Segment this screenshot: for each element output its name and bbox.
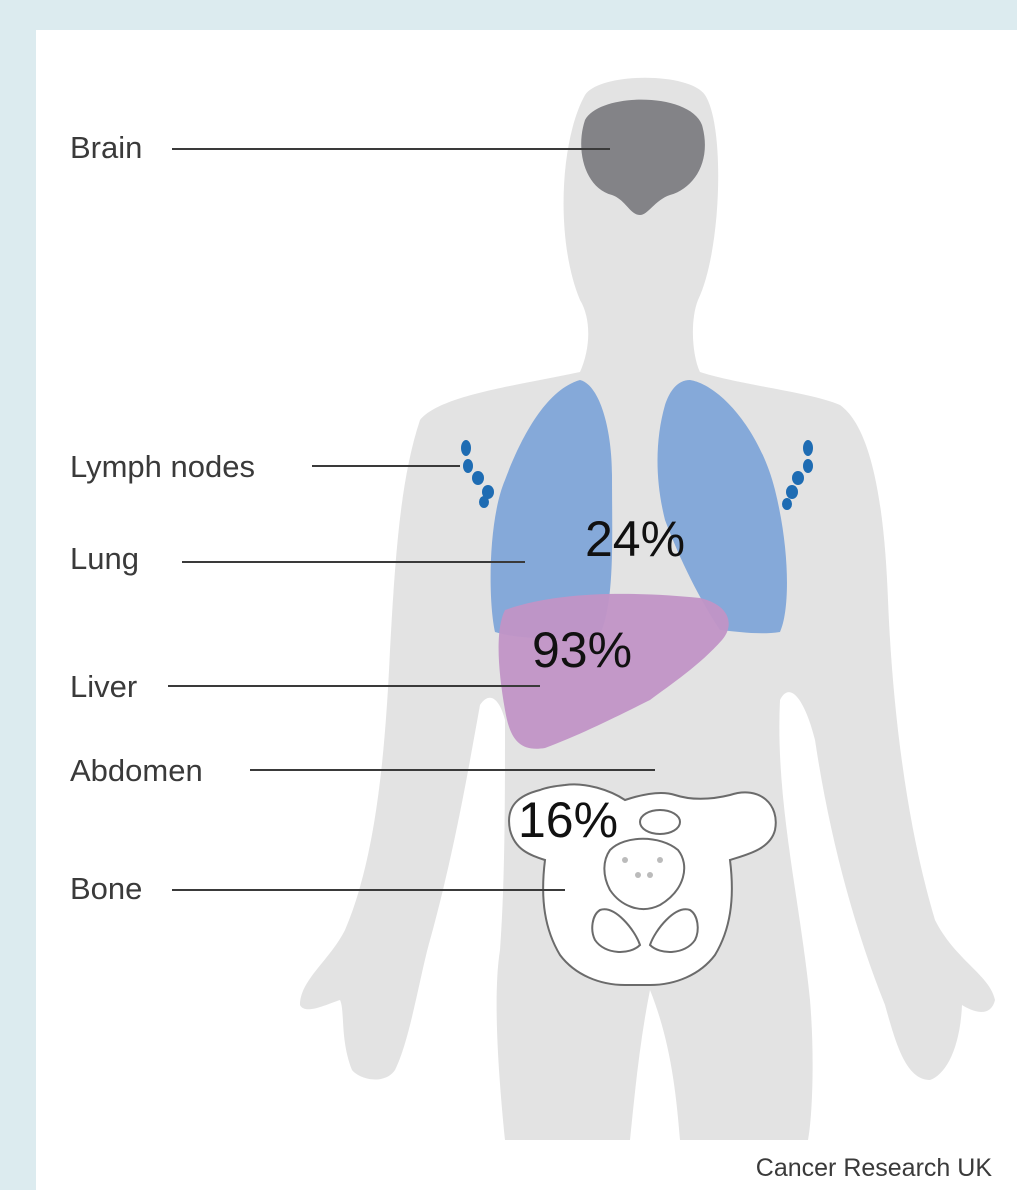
brain-label: Brain — [70, 130, 142, 165]
bone-percentage: 16% — [518, 792, 618, 848]
credit-text: Cancer Research UK — [756, 1154, 993, 1182]
liver-percentage: 93% — [532, 622, 632, 678]
abdomen-label: Abdomen — [70, 753, 203, 788]
lung-label: Lung — [70, 541, 139, 576]
liver-label: Liver — [70, 669, 137, 704]
bone-label: Bone — [70, 871, 142, 906]
lymph-nodes-label: Lymph nodes — [70, 449, 255, 484]
lung-percentage: 24% — [585, 511, 685, 567]
